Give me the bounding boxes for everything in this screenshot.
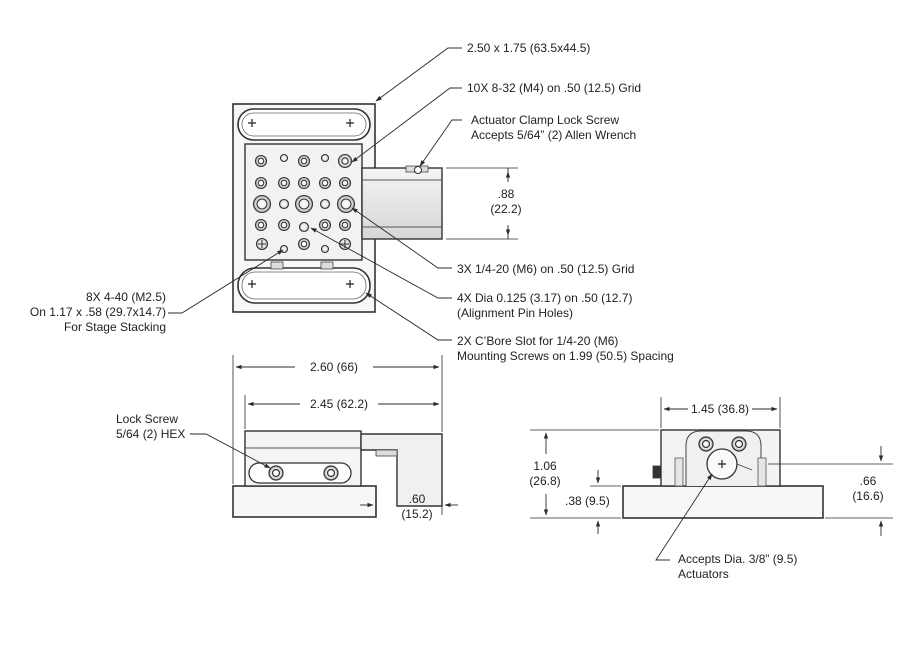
- end-height-label: 1.06 (26.8): [525, 459, 565, 489]
- side-view-actuator-bracket: [360, 433, 443, 507]
- end-width-label: 1.45 (36.8): [690, 402, 750, 416]
- end-height-inch: 1.06: [533, 459, 557, 473]
- clamp-lock-screw-line-1: Actuator Clamp Lock Screw: [471, 113, 620, 127]
- cbore-slot-line-2: Mounting Screws on 1.99 (50.5) Spacing: [457, 349, 674, 363]
- cbore-slot-label: 2X C’Bore Slot for 1/4-20 (M6) Mounting …: [457, 334, 674, 364]
- axis-height-inch: .66: [859, 474, 877, 488]
- lower-cbore-slot: [237, 267, 371, 304]
- actuators-line-2: Actuators: [678, 567, 729, 581]
- end-view-screw-1: [698, 436, 714, 452]
- stacking-line-2: On 1.17 x .58 (29.7x14.7): [29, 305, 166, 319]
- stacking-line-3: For Stage Stacking: [63, 320, 166, 334]
- top-view-leaders: [168, 47, 462, 341]
- axis-height-mm: (16.6): [852, 489, 884, 503]
- base-width-label: 2.45 (62.2): [309, 397, 369, 411]
- alignment-pins-line-1: 4X Dia 0.125 (3.17) on .50 (12.7): [457, 291, 633, 305]
- alignment-pins-label: 4X Dia 0.125 (3.17) on .50 (12.7) (Align…: [457, 291, 632, 321]
- end-view-base: [622, 485, 824, 519]
- side-lock-screw-line-1: Lock Screw: [116, 412, 179, 426]
- travel-mm: (22.2): [490, 202, 522, 216]
- upper-cbore-slot: [237, 108, 371, 141]
- actuator-housing: [361, 167, 443, 240]
- travel-inch: .88: [497, 187, 515, 201]
- travel-dimension-label: .88 (22.2): [486, 187, 526, 217]
- hole-grid: [252, 153, 356, 254]
- overall-width-label: 2.60 (66): [309, 360, 359, 374]
- clamp-lock-screw-label: Actuator Clamp Lock Screw Accepts 5/64” …: [471, 113, 636, 143]
- side-lock-screw-2: [323, 465, 339, 481]
- end-height-mm: (26.8): [529, 474, 561, 488]
- stacking-line-1: 8X 4-40 (M2.5): [85, 290, 166, 304]
- side-lock-screw-label: Lock Screw 5/64 (2) HEX: [116, 412, 185, 442]
- axis-height-label: .66 (16.6): [848, 474, 888, 504]
- clamp-lock-screw: [414, 166, 422, 174]
- side-view-base: [232, 485, 377, 518]
- offset-mm: (15.2): [401, 507, 433, 521]
- side-view: [190, 355, 458, 518]
- clamp-lock-screw-line-2: Accepts 5/64” (2) Allen Wrench: [471, 128, 637, 142]
- stacking-label: 8X 4-40 (M2.5) On 1.17 x .58 (29.7x14.7)…: [8, 290, 166, 335]
- alignment-pins-line-2: (Alignment Pin Holes): [457, 306, 574, 320]
- size-label: 2.50 x 1.75 (63.5x44.5): [467, 41, 591, 55]
- side-lock-screw-1: [268, 465, 284, 481]
- grid-1-4-20-label: 3X 1/4-20 (M6) on .50 (12.5) Grid: [457, 262, 635, 276]
- actuators-label: Accepts Dia. 3/8” (9.5) Actuators: [678, 552, 797, 582]
- offset-label: .60 (15.2): [396, 492, 438, 522]
- base-height-label: .38 (9.5): [565, 494, 610, 508]
- end-view: [530, 397, 893, 561]
- offset-inch: .60: [408, 492, 426, 506]
- end-view-screw-2: [731, 436, 747, 452]
- actuators-line-1: Accepts Dia. 3/8” (9.5): [678, 552, 798, 566]
- cbore-slot-line-1: 2X C’Bore Slot for 1/4-20 (M6): [457, 334, 619, 348]
- side-lock-screw-line-2: 5/64 (2) HEX: [116, 427, 186, 441]
- grid-8-32-label: 10X 8-32 (M4) on .50 (12.5) Grid: [467, 81, 642, 95]
- top-view: [232, 103, 518, 313]
